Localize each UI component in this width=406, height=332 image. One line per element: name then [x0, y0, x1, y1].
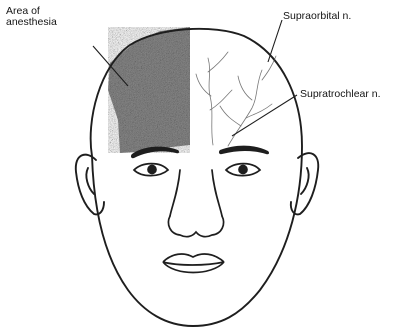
label-supraorbital-nerve: Supraorbital n. [283, 11, 351, 22]
eyebrows [131, 146, 269, 159]
nose [168, 170, 223, 237]
nerve-branches [196, 52, 276, 146]
mouth [163, 254, 224, 272]
anesthesia-area [108, 27, 190, 153]
label-supratrochlear-nerve: Supratrochlear n. [300, 89, 381, 100]
eyes [134, 164, 260, 176]
label-area-of-anesthesia: Area of anesthesia [6, 6, 86, 28]
